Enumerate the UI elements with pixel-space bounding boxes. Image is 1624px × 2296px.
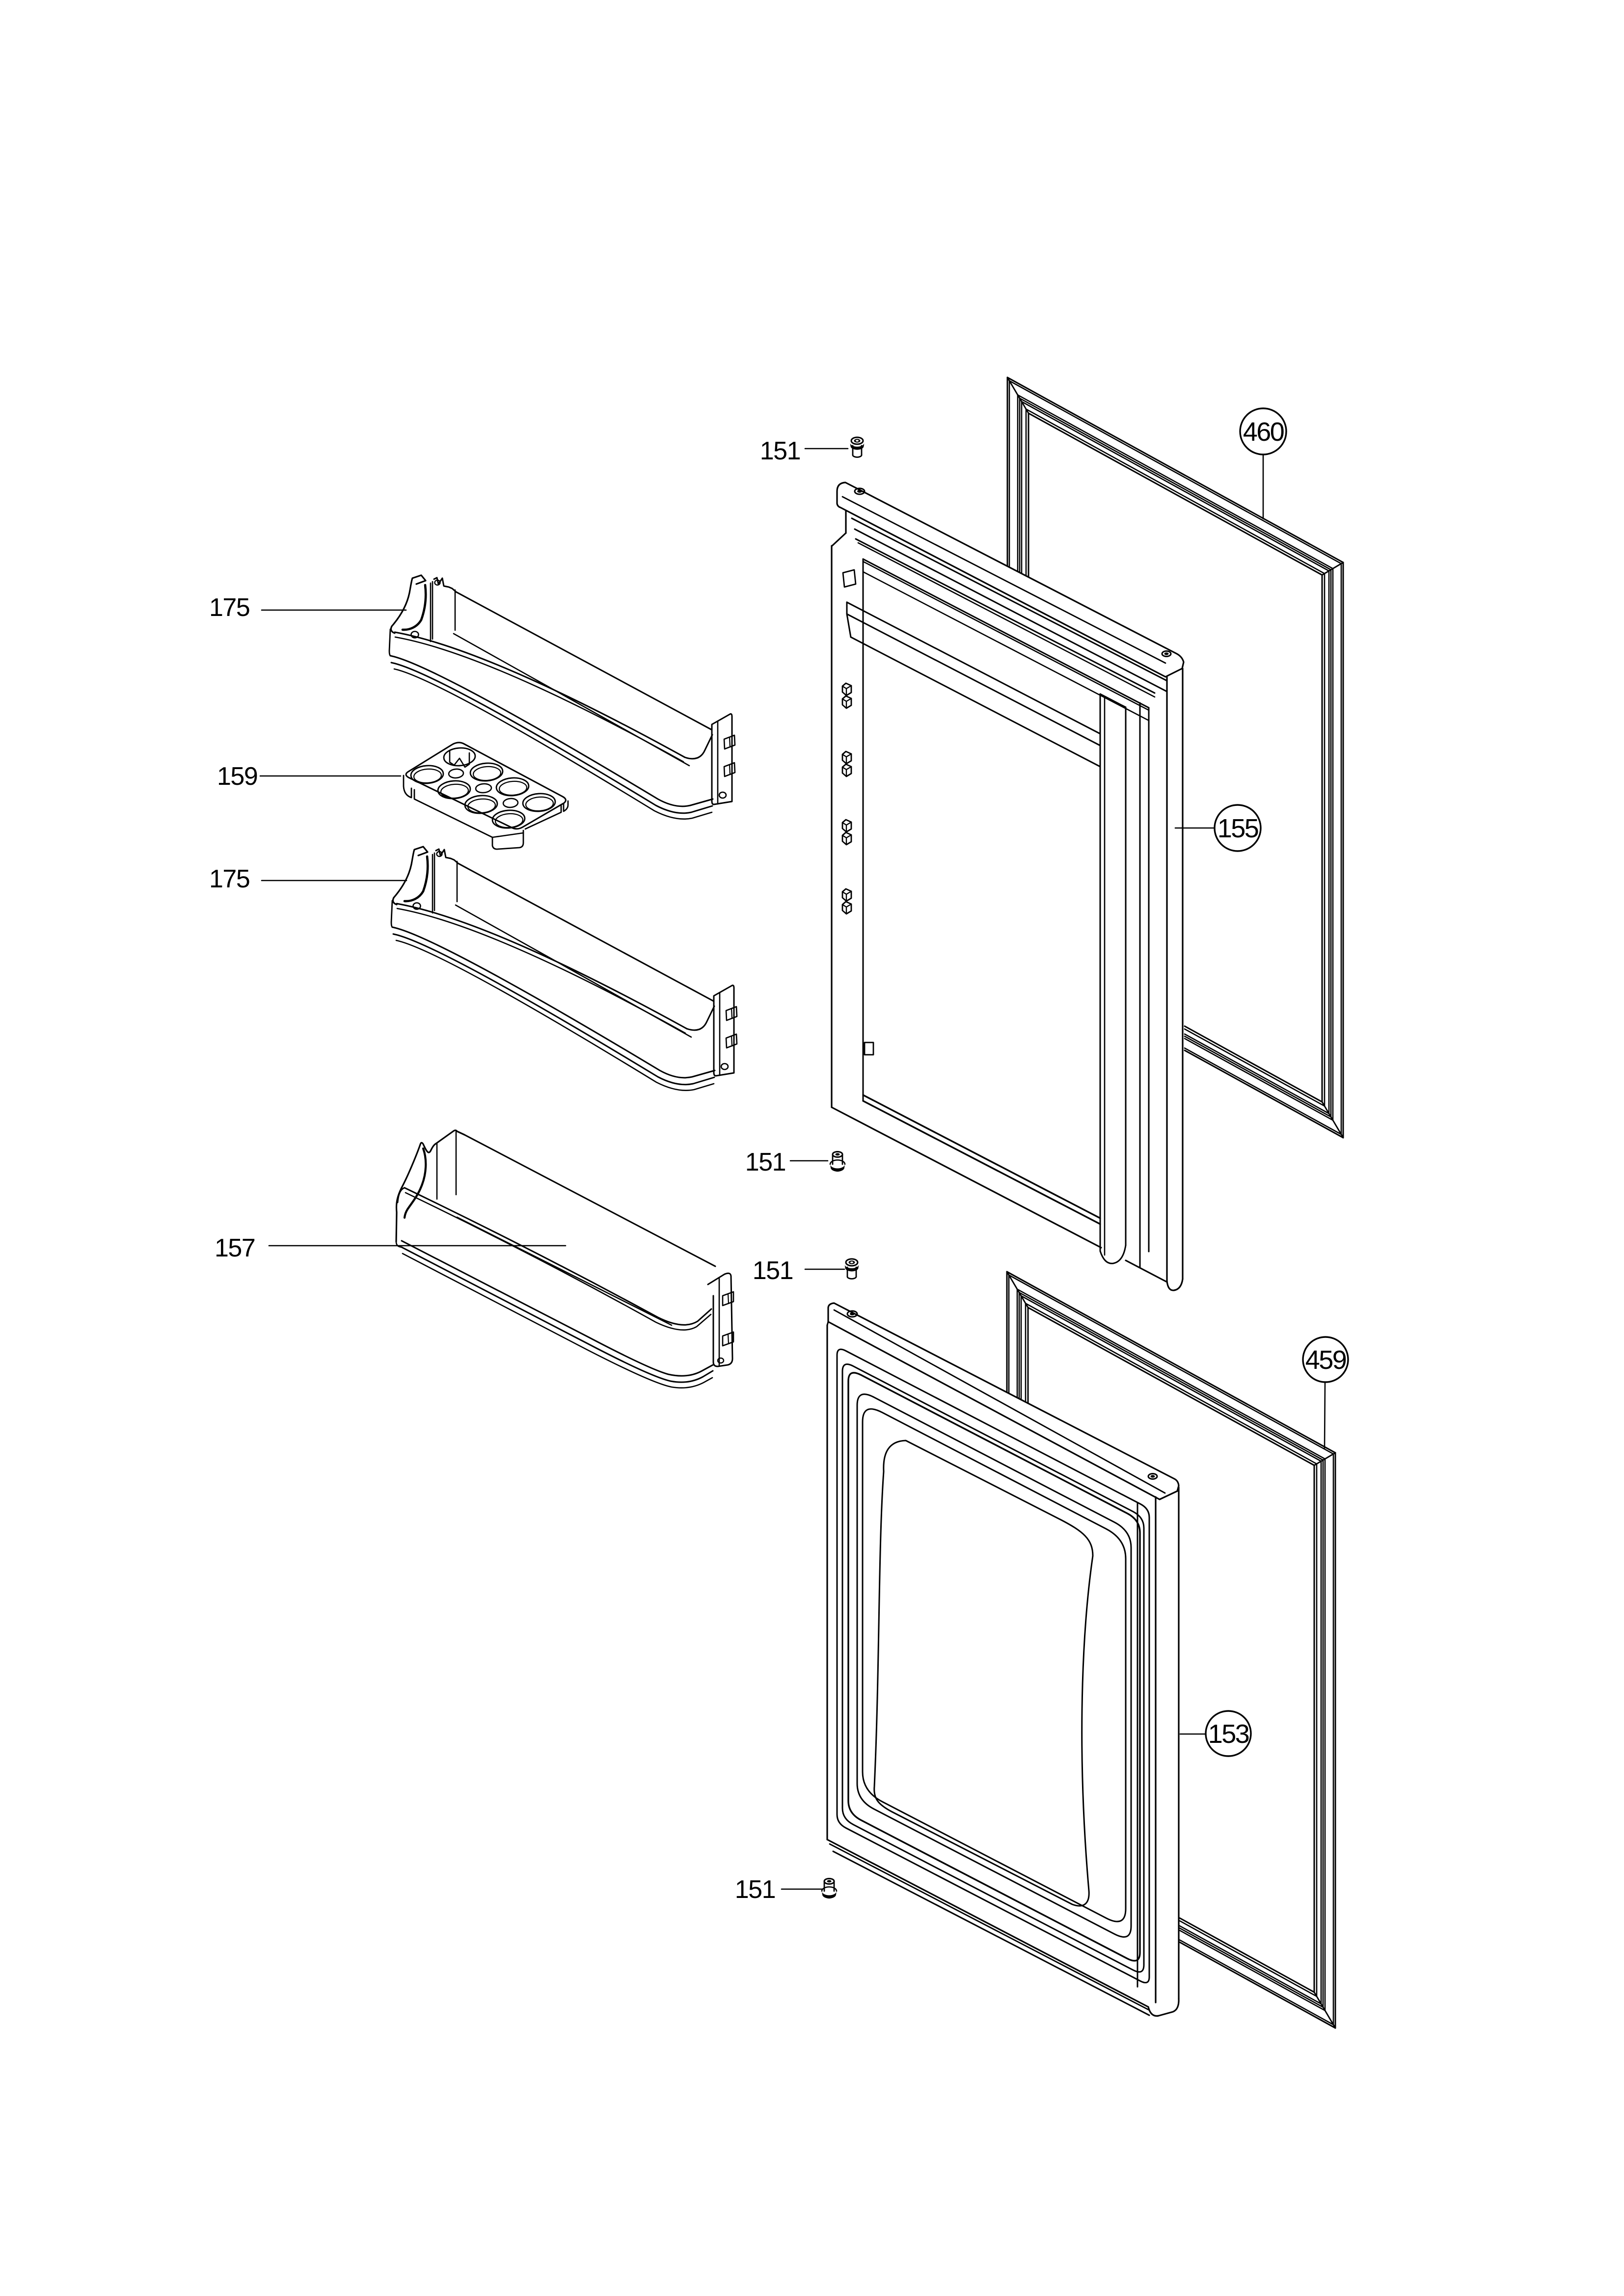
svg-text:155: 155 [1218, 814, 1258, 843]
svg-text:151: 151 [735, 1875, 775, 1904]
svg-text:157: 157 [215, 1234, 255, 1262]
svg-text:151: 151 [760, 437, 800, 465]
svg-text:151: 151 [753, 1256, 793, 1285]
svg-text:175: 175 [209, 865, 249, 893]
svg-text:153: 153 [1208, 1719, 1249, 1749]
svg-text:460: 460 [1243, 417, 1284, 447]
svg-text:459: 459 [1305, 1345, 1346, 1375]
svg-text:151: 151 [745, 1148, 785, 1176]
svg-text:175: 175 [209, 593, 249, 622]
svg-text:159: 159 [217, 762, 257, 791]
